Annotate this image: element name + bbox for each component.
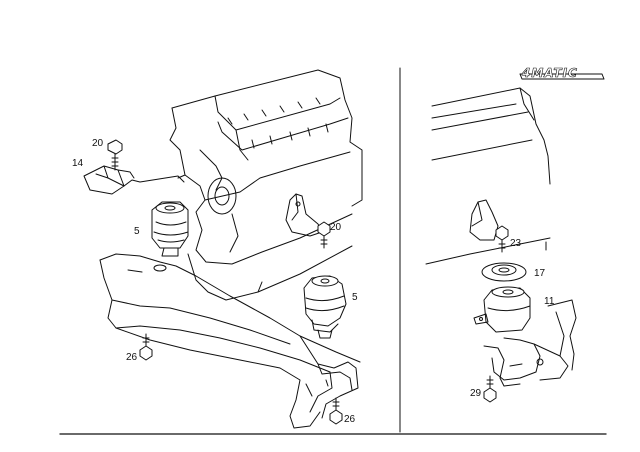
engine-mount-part-5-left (151, 201, 189, 257)
screw-part-29 (483, 375, 497, 403)
engine-block-right (425, 87, 551, 265)
badge-text: 4MATIC (521, 66, 578, 80)
4matic-badge: 4MATIC (519, 66, 605, 80)
bolt-part-20-top (107, 139, 123, 171)
bolt-part-26-left (139, 333, 153, 361)
callout-5-left: 5 (134, 226, 140, 237)
callout-23: 23 (510, 238, 522, 249)
bolt-part-20-center (317, 221, 331, 249)
callout-5-right: 5 (352, 292, 358, 303)
center-bracket (285, 193, 323, 237)
right-crossmember (483, 299, 577, 387)
callout-20-top: 20 (92, 138, 104, 149)
bracket-part-14 (83, 165, 185, 195)
callout-26-left: 26 (126, 352, 138, 363)
callout-29: 29 (470, 388, 482, 399)
right-engine-bracket (469, 199, 499, 241)
engine-block-left (169, 69, 363, 301)
engine-mount-part-11 (473, 286, 531, 333)
callout-11: 11 (544, 296, 555, 307)
bolt-part-26-right (329, 397, 343, 425)
bolt-part-23 (495, 225, 509, 253)
subframe-crossmember (99, 253, 361, 429)
callout-20-center: 20 (330, 222, 342, 233)
engine-mount-part-5-right (303, 275, 347, 339)
callout-17: 17 (534, 268, 546, 279)
callout-26-right: 26 (344, 414, 356, 425)
callout-14: 14 (72, 158, 84, 169)
washer-part-17 (481, 262, 527, 282)
